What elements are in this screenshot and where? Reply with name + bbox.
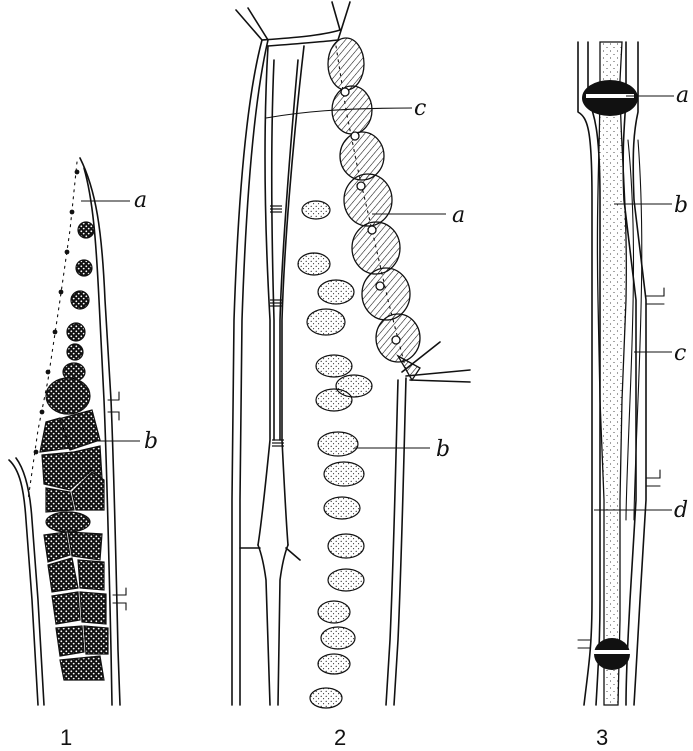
fig3-right-outer-wall (633, 42, 646, 705)
fig2-narrow-cell-left (258, 46, 270, 545)
fig1-number: 1 (60, 725, 72, 750)
fig3-branch-3 (578, 640, 590, 648)
fig1-dot (65, 250, 70, 255)
figure-2: c a b 2 (232, 2, 470, 750)
fig3-label-c: c (674, 341, 686, 366)
fig2-label-a: a (452, 203, 465, 228)
fig1-dot (53, 330, 58, 335)
fig3-label-a: a (676, 83, 689, 108)
fig1-label-a: a (134, 188, 147, 213)
fig1-dot (34, 450, 39, 455)
fig1-dot (70, 210, 75, 215)
fig3-left-outer-wall (578, 42, 592, 705)
fig2-label-b: b (436, 437, 450, 462)
fig2-bottom-cross (240, 548, 300, 560)
fig1-septum-1 (108, 392, 119, 420)
fig2-label-c: c (414, 96, 426, 121)
fig3-label-d: d (674, 498, 688, 523)
fig3-number: 3 (596, 725, 608, 750)
fig2-right-wall-inner (394, 378, 406, 705)
figure-1: a b 1 (9, 158, 158, 750)
fig3-label-b: b (674, 193, 688, 218)
fig1-dot (59, 290, 64, 295)
figure-3: a b c d 3 (578, 42, 689, 750)
fig2-top-branch (262, 2, 350, 46)
fig3-branch-1 (646, 288, 664, 304)
fig2-spores (298, 201, 372, 708)
fig3-branch-2 (646, 470, 660, 486)
fig1-left-wall (9, 460, 38, 705)
fig3-inner-strand (626, 140, 634, 520)
fig2-bottom-branch (258, 545, 288, 705)
fig2-left-outer-wall (232, 10, 262, 705)
fig3-inner-strand-2 (634, 140, 642, 520)
fig1-dot (40, 410, 45, 415)
fig1-label-b: b (144, 429, 158, 454)
fig2-number: 2 (334, 725, 346, 750)
fig3-central-filament (597, 42, 626, 705)
fig1-dot (75, 170, 80, 175)
fig1-dot (46, 370, 51, 375)
fig2-left-inner-wall (240, 8, 268, 705)
fig1-septum-2 (113, 588, 126, 610)
